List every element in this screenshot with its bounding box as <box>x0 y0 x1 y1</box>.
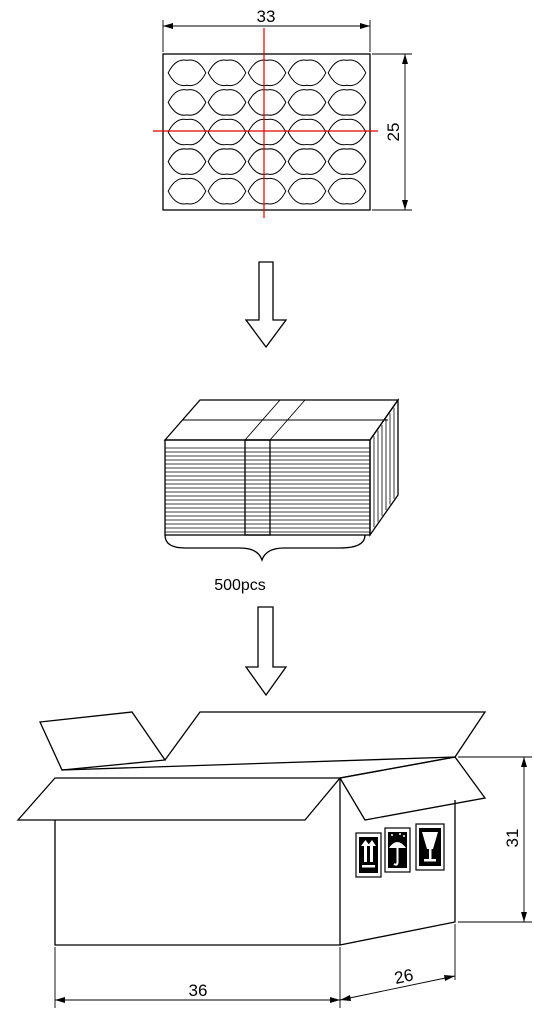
carton-length-dimension: 36 <box>54 947 341 1008</box>
this-way-up-icon <box>359 837 378 873</box>
tray-cavity <box>327 177 367 205</box>
tray-drawing: 33 25 <box>153 7 412 218</box>
carton-height-dimension: 31 <box>458 756 532 923</box>
carton-width-label: 26 <box>393 965 415 988</box>
carton-front-face <box>54 778 341 946</box>
tray-outline <box>162 53 371 211</box>
quantity-label: 500pcs <box>214 577 266 594</box>
carton-width-dimension: 26 <box>339 924 456 1001</box>
tray-cavity <box>207 148 247 175</box>
stack-front-face <box>164 439 371 536</box>
tray-cavity <box>247 148 287 175</box>
tray-width-dimension: 33 <box>162 7 371 52</box>
fragile-icon <box>419 828 441 866</box>
tray-cavity <box>167 89 207 116</box>
tray-cavity <box>287 177 327 205</box>
tray-cavity <box>207 89 247 116</box>
tray-cavity <box>287 118 327 146</box>
tray-cavity <box>327 148 367 175</box>
tray-cavity-grid <box>167 59 367 205</box>
carton-drawing: 31 36 26 <box>16 711 532 1008</box>
keep-dry-icon <box>388 832 407 868</box>
down-arrow-2 <box>244 606 288 697</box>
tray-cavity <box>287 148 327 175</box>
carton-height-label: 31 <box>503 829 522 848</box>
carton-back-left-flap <box>39 711 167 771</box>
tray-height-dimension: 25 <box>372 53 412 211</box>
tray-stack-drawing: 500pcs <box>163 397 400 594</box>
tray-width-label: 33 <box>257 7 276 26</box>
tray-height-label: 25 <box>384 123 403 142</box>
tray-cavity <box>247 89 287 116</box>
tray-cavity <box>167 177 207 205</box>
quantity-brace <box>164 534 366 563</box>
stack-side-layers <box>373 407 395 528</box>
tray-cavity <box>327 89 367 116</box>
down-arrow-1 <box>244 261 288 349</box>
tray-cavity <box>167 118 207 146</box>
tray-cavity <box>287 59 327 87</box>
tray-cavity <box>327 118 367 146</box>
handling-symbols <box>355 823 445 878</box>
stack-strap <box>244 439 271 536</box>
carton-back-flap <box>164 711 487 761</box>
tray-cavity <box>247 177 287 205</box>
stack-front-layers <box>165 447 370 533</box>
tray-cavity <box>287 89 327 116</box>
tray-cavity <box>327 59 367 87</box>
tray-cavity <box>207 177 247 205</box>
carton-side-face <box>339 800 456 946</box>
tray-cavity <box>207 118 247 146</box>
tray-cavity <box>247 118 287 146</box>
tray-center-crosshair <box>153 28 378 218</box>
tray-cavity <box>167 148 207 175</box>
tray-cavity <box>167 59 207 87</box>
carton-front-flap <box>16 777 342 821</box>
tray-cavity <box>207 59 247 87</box>
carton-length-label: 36 <box>189 981 208 1000</box>
carton-side-flap <box>338 756 487 821</box>
tray-cavity <box>247 59 287 87</box>
